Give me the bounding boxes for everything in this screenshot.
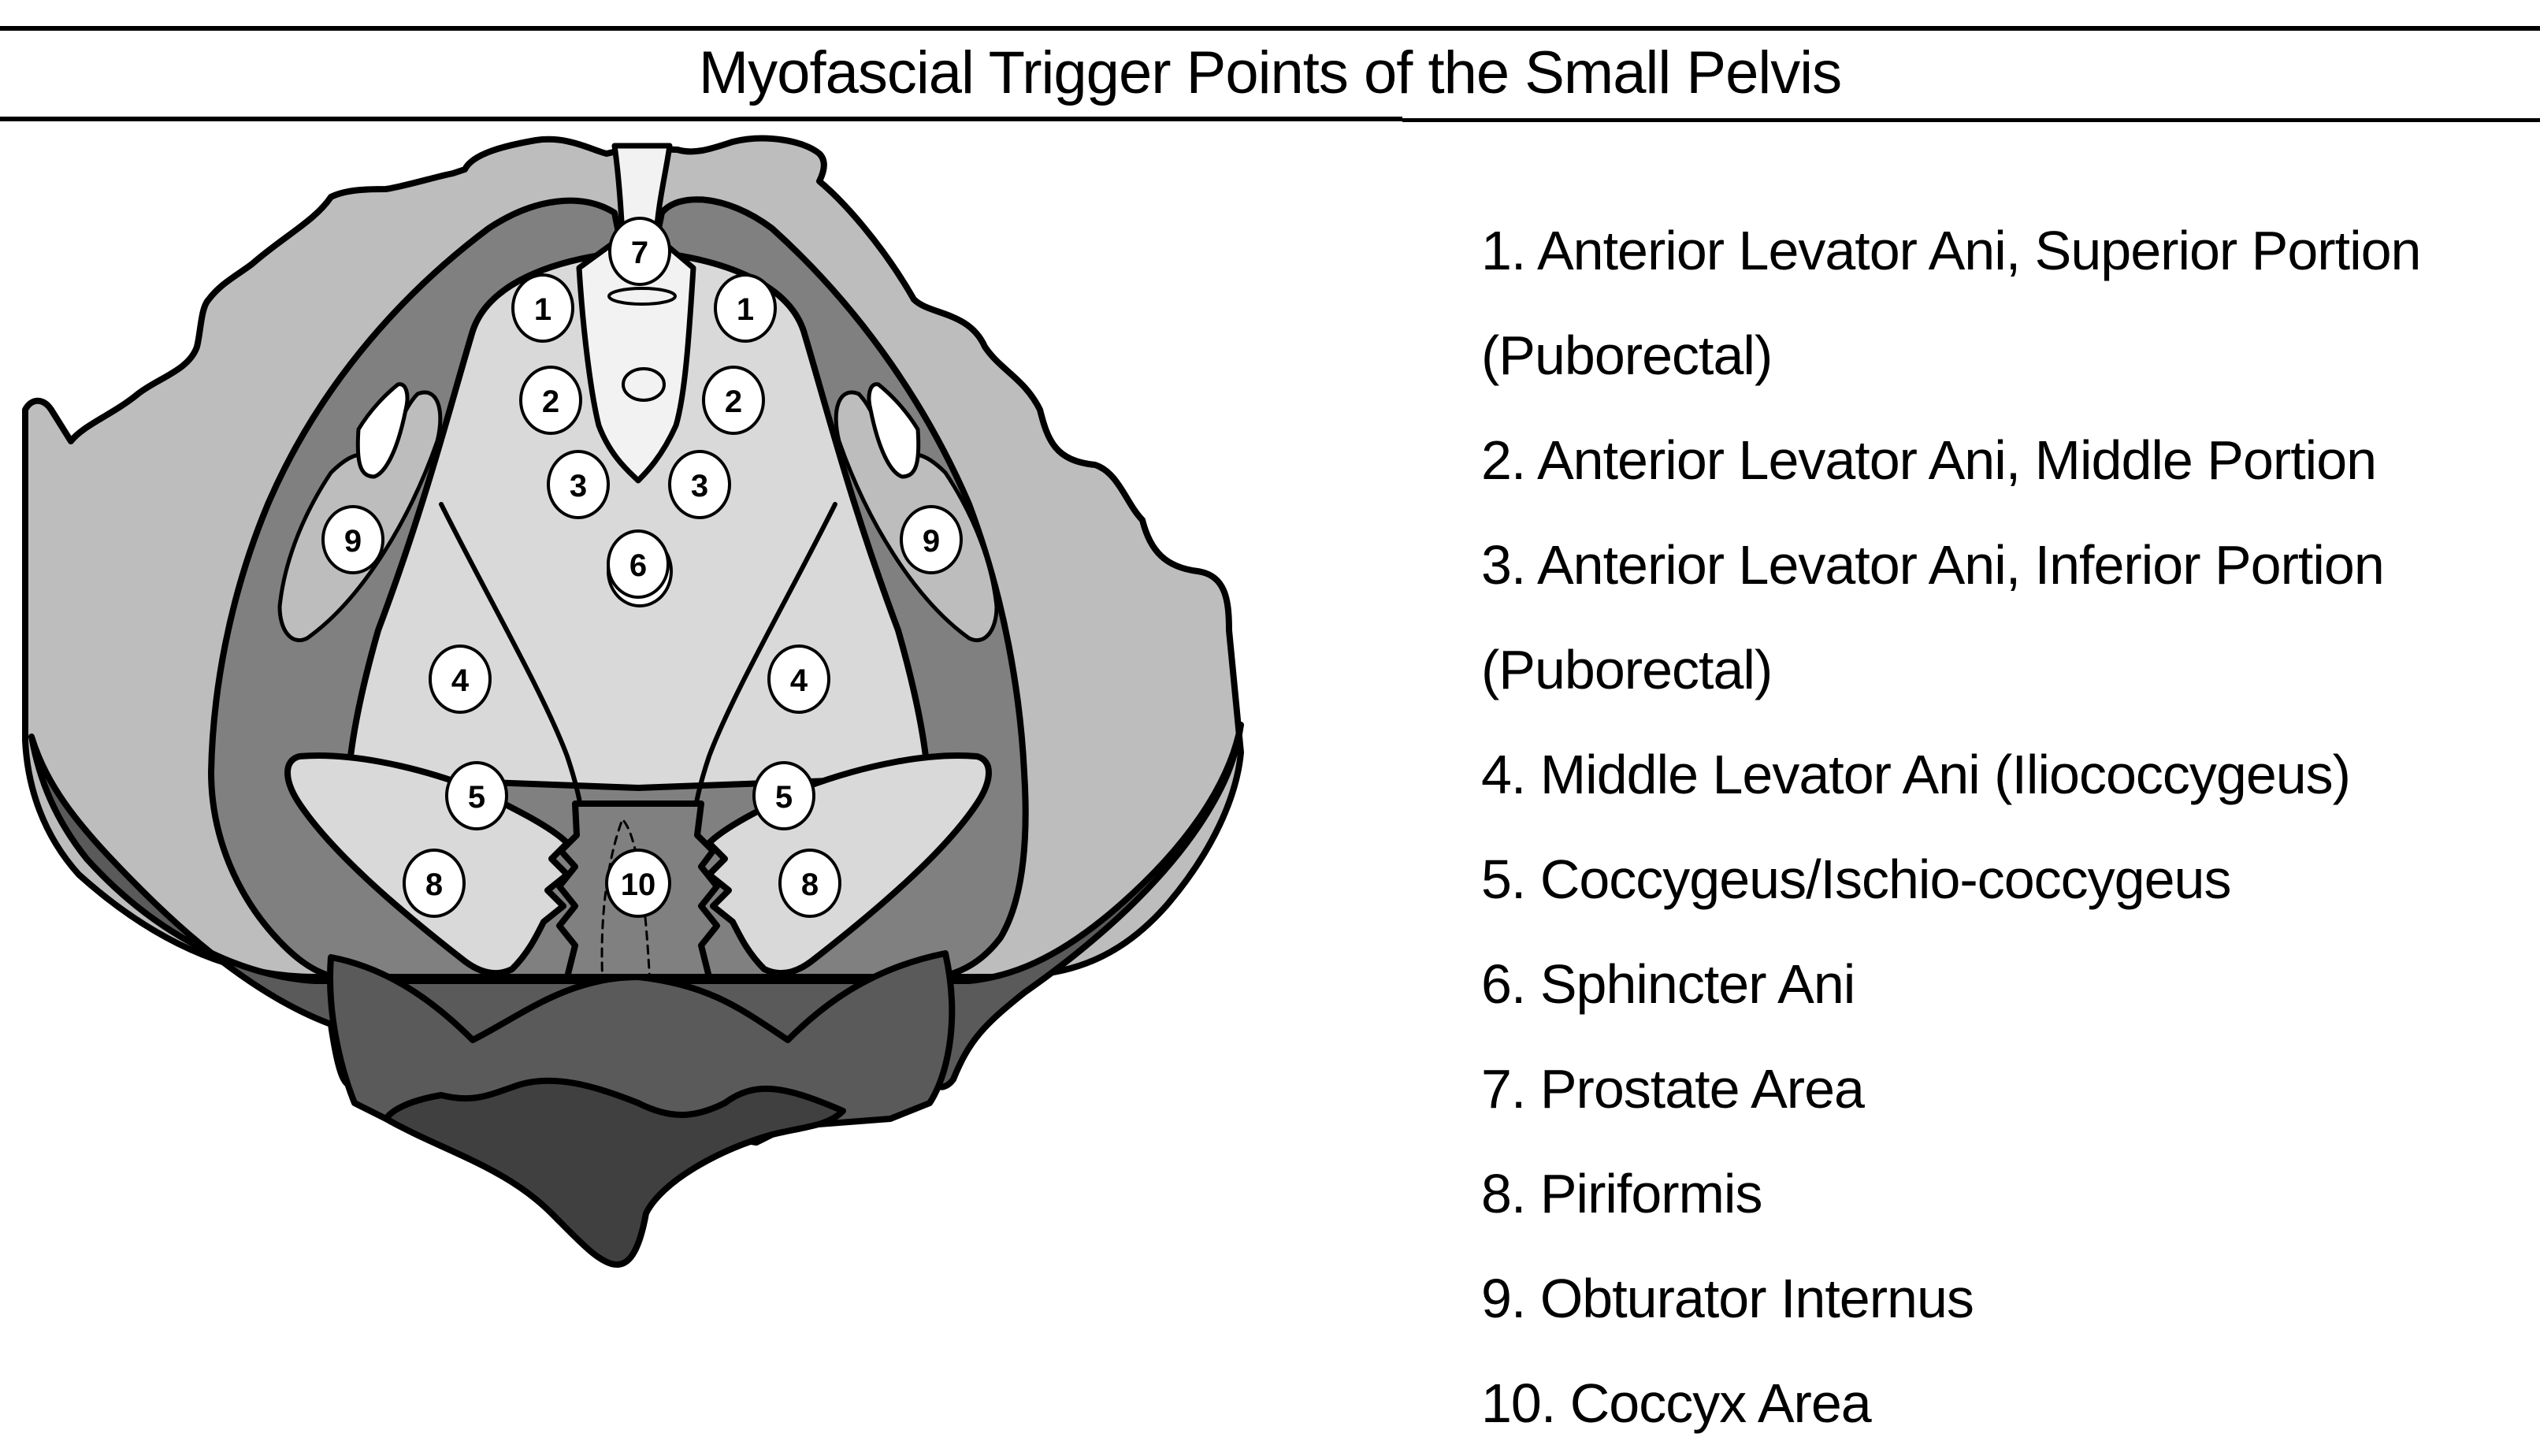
central-column <box>576 143 696 484</box>
trigger-point-circle <box>702 366 765 435</box>
trigger-point-8-right: 8 <box>778 849 841 918</box>
trigger-point-circle <box>668 450 731 519</box>
legend-item-continuation: (Puborectal) <box>1481 325 1773 386</box>
trigger-point-circle <box>445 761 508 830</box>
title-rule-bottom-right <box>1402 118 2540 122</box>
trigger-point-circle <box>608 217 671 286</box>
trigger-point-circle <box>900 505 963 574</box>
legend-item: 1. Anterior Levator Ani, Superior Portio… <box>1481 220 2421 281</box>
trigger-point-number: 4 <box>451 663 470 698</box>
trigger-point-circle <box>547 450 610 519</box>
trigger-point-circle <box>752 761 815 830</box>
trigger-point-circle <box>714 273 777 343</box>
trigger-point-circle <box>511 273 574 343</box>
iliococcygeus-left-edge <box>439 502 584 814</box>
legend-item: 4. Middle Levator Ani (Iliococcygeus) <box>1481 744 2351 805</box>
trigger-point-circle <box>321 505 384 574</box>
title-rule-bottom <box>0 117 1402 121</box>
legend-item: 8. Piriformis <box>1481 1163 1762 1224</box>
legend-item-continuation: (Puborectal) <box>1481 639 1773 700</box>
trigger-point-number: 4 <box>790 663 808 698</box>
trigger-point-number: 3 <box>570 469 587 503</box>
legend-item: 9. Obturator Internus <box>1481 1268 1974 1329</box>
trigger-point-circle <box>605 849 671 918</box>
central-small-ellipse <box>622 367 666 402</box>
trigger-point-number: 1 <box>534 292 551 327</box>
trigger-point-markers: 7 1 1 2 2 3 3 6 9 9 4 4 5 5 8 8 10 <box>321 217 963 918</box>
trigger-point-6: 6 <box>607 529 670 599</box>
figure-title: Myofascial Trigger Points of the Small P… <box>698 39 1842 106</box>
pelvis-diagram: 7 1 1 2 2 3 3 6 9 9 4 4 5 5 8 8 10 <box>22 135 1244 1268</box>
trigger-point-circle <box>429 644 492 714</box>
trigger-point-9-right: 9 <box>900 505 963 574</box>
trigger-point-7: 7 <box>608 217 671 286</box>
legend-item: 7. Prostate Area <box>1481 1058 1865 1120</box>
trigger-point-1-left: 1 <box>511 273 574 343</box>
trigger-point-10: 10 <box>605 849 671 918</box>
trigger-point-8-left: 8 <box>403 849 466 918</box>
obturator-left-foramen <box>355 382 410 479</box>
iliococcygeus-right-edge <box>693 502 837 814</box>
trigger-point-4-left: 4 <box>429 644 492 714</box>
title-rule-top <box>0 26 2540 31</box>
trigger-point-number: 7 <box>631 236 648 270</box>
trigger-point-2-left: 2 <box>519 366 582 435</box>
trigger-point-number: 1 <box>737 292 754 327</box>
urethra-ellipse <box>607 287 677 306</box>
trigger-point-2-right: 2 <box>702 366 765 435</box>
legend-item: 5. Coccygeus/Ischio-coccygeus <box>1481 849 2231 910</box>
legend-item: 3. Anterior Levator Ani, Inferior Portio… <box>1481 534 2385 596</box>
trigger-point-number: 9 <box>344 524 362 559</box>
trigger-point-circle <box>767 644 830 714</box>
trigger-point-number: 9 <box>923 524 940 559</box>
trigger-point-4-right: 4 <box>767 644 830 714</box>
trigger-point-circle <box>778 849 841 918</box>
trigger-point-5-left: 5 <box>445 761 508 830</box>
trigger-point-3-right: 3 <box>668 450 731 519</box>
trigger-point-number: 5 <box>775 780 793 815</box>
trigger-point-number: 3 <box>691 469 708 503</box>
legend-item: 6. Sphincter Ani <box>1481 953 1855 1015</box>
obturator-right-foramen <box>867 382 921 479</box>
trigger-point-circle <box>403 849 466 918</box>
trigger-point-1-right: 1 <box>714 273 777 343</box>
trigger-point-number: 2 <box>542 384 559 419</box>
trigger-point-number: 8 <box>425 867 443 902</box>
trigger-point-number: 8 <box>801 867 819 902</box>
trigger-point-5-right: 5 <box>752 761 815 830</box>
trigger-point-9-left: 9 <box>321 505 384 574</box>
coccyx-tip <box>383 1077 846 1268</box>
trigger-point-number: 5 <box>468 780 485 815</box>
trigger-point-circle <box>519 366 582 435</box>
legend-item: 2. Anterior Levator Ani, Middle Portion <box>1481 429 2377 491</box>
trigger-point-number: 2 <box>725 384 742 419</box>
legend-item: 10. Coccyx Area <box>1481 1372 1872 1434</box>
trigger-point-number: 6 <box>629 548 647 583</box>
trigger-point-circle <box>607 529 670 599</box>
trigger-point-number: 10 <box>621 867 656 902</box>
legend-list: 1. Anterior Levator Ani, Superior Portio… <box>1481 199 2421 1456</box>
trigger-point-3-left: 3 <box>547 450 610 519</box>
